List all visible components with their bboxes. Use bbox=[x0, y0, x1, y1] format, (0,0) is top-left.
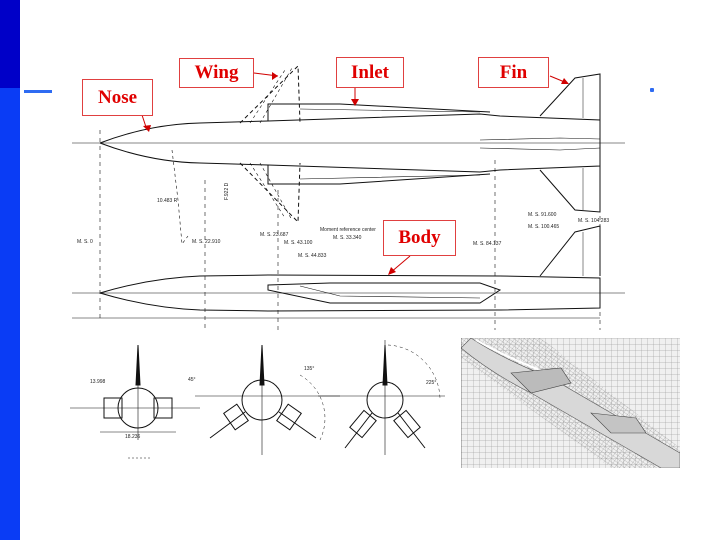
annotation-dim-b: 18.236 bbox=[125, 434, 141, 440]
front-view-2 bbox=[195, 344, 340, 455]
annotation-angle-b: 135° bbox=[304, 366, 314, 372]
side-fin bbox=[539, 225, 601, 277]
annotation-ms-91: M. S. 91.600 bbox=[528, 212, 557, 218]
bullet-dot bbox=[650, 88, 654, 92]
annotation-angle-c: 225° bbox=[426, 380, 436, 386]
inlet-lower-outline bbox=[267, 165, 491, 185]
fin-upper bbox=[539, 73, 601, 120]
label-arrows bbox=[141, 72, 569, 275]
annotation-moment-ref: Moment reference center bbox=[320, 227, 376, 233]
wing-upper-dashed bbox=[239, 64, 301, 124]
label-inlet: Inlet bbox=[336, 57, 404, 88]
annotation-ms-33: M. S. 33.340 bbox=[333, 235, 362, 241]
nose-radius-line bbox=[171, 149, 189, 245]
annotation-ms-44: M. S. 44.833 bbox=[298, 253, 327, 259]
side-fuselage-lower bbox=[99, 292, 601, 312]
wing-upper-inner bbox=[249, 67, 293, 124]
annotation-ms-100: M. S. 100.465 bbox=[528, 224, 559, 230]
annotation-ms-43: M. S. 43.100 bbox=[284, 240, 313, 246]
top-view bbox=[72, 64, 625, 224]
label-fin: Fin bbox=[478, 57, 549, 88]
tail-lines bbox=[479, 137, 601, 151]
annotation-angle-a: 45° bbox=[188, 377, 196, 383]
annotation-ms-84: M. S. 84.137 bbox=[473, 241, 502, 247]
side-inlet-ramp bbox=[299, 285, 481, 299]
left-accent-bar-top bbox=[0, 0, 20, 88]
annotation-dim-a: 13.998 bbox=[90, 379, 106, 385]
front-view-1 bbox=[70, 344, 200, 459]
cfd-mesh-graphic bbox=[461, 338, 680, 468]
label-body: Body bbox=[383, 220, 456, 256]
annotation-ms-22: M. S. 22.910 bbox=[192, 239, 221, 245]
station-lines bbox=[99, 120, 601, 330]
annotation-ms-0: M. S. 0 bbox=[77, 239, 93, 245]
annotation-radius: 10.483 R bbox=[157, 198, 178, 204]
label-wing: Wing bbox=[179, 58, 254, 88]
annotation-ms-104: M. S. 104.283 bbox=[578, 218, 609, 224]
inlet-upper-outline bbox=[267, 103, 491, 121]
top-fuselage-upper bbox=[99, 113, 601, 144]
side-fuselage-upper bbox=[99, 274, 601, 294]
title-rule bbox=[24, 90, 52, 93]
annotation-fuse: F.922 D bbox=[224, 182, 230, 200]
cfd-mesh-image bbox=[461, 338, 680, 468]
wing-lower-dashed bbox=[239, 162, 301, 224]
annotation-ms-23: M. S. 23.687 bbox=[260, 232, 289, 238]
side-view bbox=[72, 225, 625, 319]
side-inlet bbox=[267, 282, 502, 304]
left-accent-bar bbox=[0, 0, 20, 540]
inlet-ramp-lines bbox=[299, 108, 481, 180]
fin-lower bbox=[539, 166, 601, 213]
wing-lower-inner bbox=[249, 162, 293, 221]
top-fuselage-lower bbox=[99, 142, 601, 173]
front-view-3 bbox=[318, 340, 445, 455]
label-nose: Nose bbox=[82, 79, 153, 116]
